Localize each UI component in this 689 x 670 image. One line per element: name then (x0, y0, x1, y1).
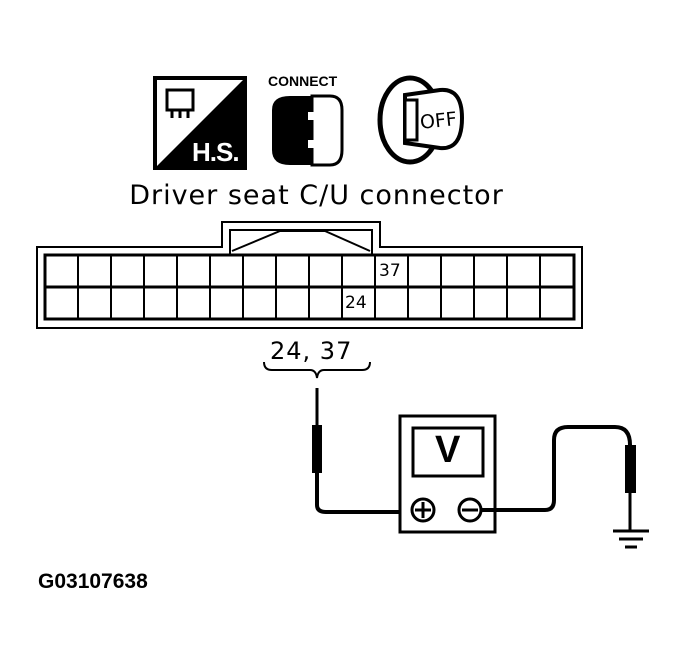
hs-label: H.S. (192, 137, 240, 167)
connect-icon (272, 94, 344, 167)
voltmeter-display: V (435, 429, 461, 471)
connector-housing (36, 221, 583, 329)
negative-probe-lead (480, 425, 636, 530)
pin-37-label: 37 (379, 261, 401, 281)
pin-brace (263, 361, 371, 379)
ignition-off-icon (377, 75, 465, 165)
ground-icon (613, 529, 649, 549)
diagram-title: Driver seat C/U connector (129, 180, 504, 211)
figure-code: G03107638 (38, 570, 148, 593)
positive-probe-lead (312, 388, 405, 514)
ignition-off-label: OFF (418, 108, 458, 134)
hand-switch-icon (153, 76, 247, 170)
pin-24-label: 24 (345, 293, 367, 313)
voltmeter (398, 414, 497, 534)
probe-pin-label: 24, 37 (270, 337, 353, 365)
connect-label: CONNECT (268, 73, 338, 89)
